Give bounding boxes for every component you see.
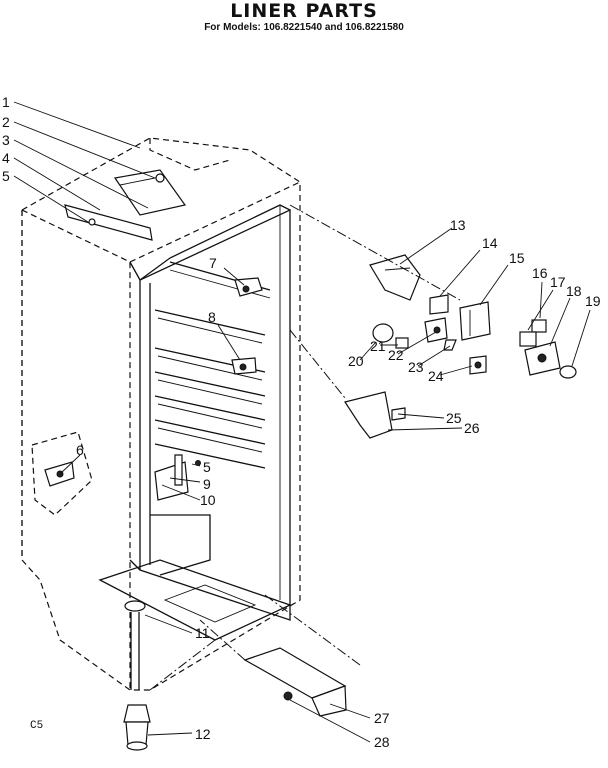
liner-outline bbox=[21, 137, 301, 691]
callout-3: 3 bbox=[2, 132, 10, 148]
callout-5b: 5 bbox=[203, 459, 211, 475]
callout-14: 14 bbox=[482, 235, 498, 251]
inner-liner bbox=[129, 204, 291, 621]
callout-8: 8 bbox=[208, 309, 216, 325]
leader-lines bbox=[13, 101, 591, 743]
callout-16: 16 bbox=[532, 265, 548, 281]
callout-20: 20 bbox=[348, 353, 364, 369]
callout-23: 23 bbox=[408, 359, 424, 375]
callout-21: 21 bbox=[370, 338, 386, 354]
part-25-26-plate bbox=[344, 391, 406, 439]
callout-26: 26 bbox=[464, 420, 480, 436]
callout-2: 2 bbox=[2, 114, 10, 130]
callout-labels: 1 2 3 4 5 6 7 8 5 9 10 11 12 13 14 15 16… bbox=[2, 94, 601, 750]
callout-13: 13 bbox=[450, 217, 466, 233]
part-24-switch bbox=[469, 355, 487, 375]
callout-1: 1 bbox=[2, 94, 10, 110]
page-title: LINER PARTS bbox=[230, 0, 378, 22]
part-8-clip bbox=[231, 357, 257, 375]
callout-9: 9 bbox=[203, 476, 211, 492]
part-10-bracket bbox=[154, 454, 201, 501]
callout-12: 12 bbox=[195, 726, 211, 742]
callout-25: 25 bbox=[446, 410, 462, 426]
callout-19: 19 bbox=[585, 293, 601, 309]
part-16-17-18-controls bbox=[519, 319, 577, 379]
callout-18: 18 bbox=[566, 283, 582, 299]
callout-27: 27 bbox=[374, 710, 390, 726]
part-27-28-bracket bbox=[199, 619, 347, 717]
model-numbers: For Models: 106.8221540 and 106.8221580 bbox=[204, 22, 404, 33]
callout-4: 4 bbox=[2, 150, 10, 166]
bottom-pan bbox=[98, 514, 292, 691]
leveling-leg bbox=[123, 600, 151, 751]
part-13-light-shield bbox=[369, 254, 421, 301]
callout-15: 15 bbox=[509, 250, 525, 266]
assembly-guides bbox=[264, 204, 461, 666]
callout-5: 5 bbox=[2, 168, 10, 184]
top-parts bbox=[64, 169, 187, 241]
callout-17: 17 bbox=[550, 274, 566, 290]
callout-7: 7 bbox=[209, 255, 217, 271]
callout-6: 6 bbox=[76, 442, 84, 458]
callout-22: 22 bbox=[388, 347, 404, 363]
shelf-rails bbox=[154, 261, 271, 469]
part-14-15-housing bbox=[429, 294, 491, 341]
drawing-code: C5 bbox=[30, 720, 44, 732]
callout-24: 24 bbox=[428, 368, 444, 384]
callout-10: 10 bbox=[200, 492, 216, 508]
callout-28: 28 bbox=[374, 734, 390, 750]
callout-11: 11 bbox=[195, 625, 210, 641]
